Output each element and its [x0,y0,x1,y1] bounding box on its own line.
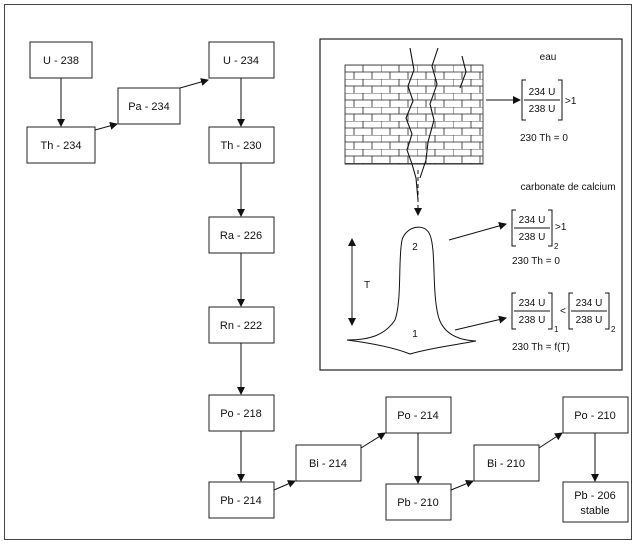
ratio-point1-num: 234 U [519,298,546,309]
carbonate-label: carbonate de calcium [520,182,615,193]
node-bi214-label: Bi - 214 [309,458,347,470]
chain-arrows [57,78,599,491]
wall-cracks [405,47,467,201]
node-pb210: Pb - 210 [385,483,452,521]
node-bi214: Bi - 214 [295,444,362,482]
ratio-lt-sign: < [560,306,566,317]
node-pb214: Pb - 214 [208,481,275,519]
ratio-point1-sub: 1 [554,325,559,334]
stalagmite [346,226,477,355]
ratio-point2-sub: 2 [554,242,559,251]
node-pa234-label: Pa - 234 [128,101,170,113]
node-pb210-label: Pb - 210 [397,497,439,509]
ratio-point2b-den: 238 U [576,315,603,326]
node-pb214-label: Pb - 214 [220,495,262,507]
ratio-point2b-sub: 2 [611,325,616,334]
node-po218-label: Po - 218 [220,408,262,420]
node-u238: U - 238 [29,41,93,79]
point-2-label: 2 [412,242,418,253]
arrow-bi210-po210 [538,432,563,449]
point-1-label: 1 [412,329,418,340]
arrow-th234-pa234 [94,121,118,131]
arrow-pa234-u234 [179,78,209,89]
node-pb206-stable: stable [580,505,609,517]
ratio-water: 234 U 238 U >1 [521,79,577,121]
ratio-point2-gt: >1 [555,222,567,233]
node-pa234: Pa - 234 [117,87,181,125]
arrow-point1-ratio [454,315,507,331]
node-ra226-label: Ra - 226 [220,230,262,242]
ratio-water-num: 234 U [529,87,556,98]
node-th234: Th - 234 [26,126,96,164]
ratio-point2: 234 U 238 U >1 2 [511,209,567,251]
node-rn222: Rn - 222 [208,306,275,344]
ratio-point1-den: 238 U [519,315,546,326]
node-po218: Po - 218 [208,394,275,432]
node-bi210: Bi - 210 [473,444,540,482]
th-water-zero: 230 Th = 0 [520,133,568,144]
node-th230-label: Th - 230 [221,140,262,152]
water-label: eau [540,52,557,63]
ratio-water-den: 238 U [529,104,556,115]
ratio-water-gt: >1 [565,96,577,107]
arrow-bi214-po214 [360,432,386,449]
node-po210: Po - 210 [562,396,629,434]
node-po210-label: Po - 210 [574,410,616,422]
node-po214: Po - 214 [385,396,452,434]
node-pb206: Pb - 206 stable [562,481,629,523]
node-ra226: Ra - 226 [208,216,275,254]
node-bi210-label: Bi - 210 [487,458,525,470]
node-rn222-label: Rn - 222 [220,320,262,332]
arrow-pb210-bi210 [450,479,474,491]
th-point1-ft: 230 Th = f(T) [512,342,570,353]
node-th230: Th - 230 [208,126,275,164]
ratio-point2b-num: 234 U [576,298,603,309]
ratio-point2-num: 234 U [519,215,546,226]
node-u238-label: U - 238 [43,55,79,67]
figure-frame [4,4,632,540]
node-po214-label: Po - 214 [397,410,439,422]
node-th234-label: Th - 234 [41,140,82,152]
ratio-comparison: 234 U 238 U 1 < 234 U 238 U 2 [511,292,616,334]
t-axis-label: T [364,280,370,291]
brick-wall [344,64,484,165]
node-u234-label: U - 234 [223,55,259,67]
arrow-point2-ratio [448,222,507,241]
arrow-pb214-bi214 [273,480,296,491]
ratio-point2-den: 238 U [519,232,546,243]
th-point2-zero: 230 Th = 0 [512,256,560,267]
node-u234: U - 234 [208,41,275,79]
node-pb206-label: Pb - 206 [574,490,616,502]
